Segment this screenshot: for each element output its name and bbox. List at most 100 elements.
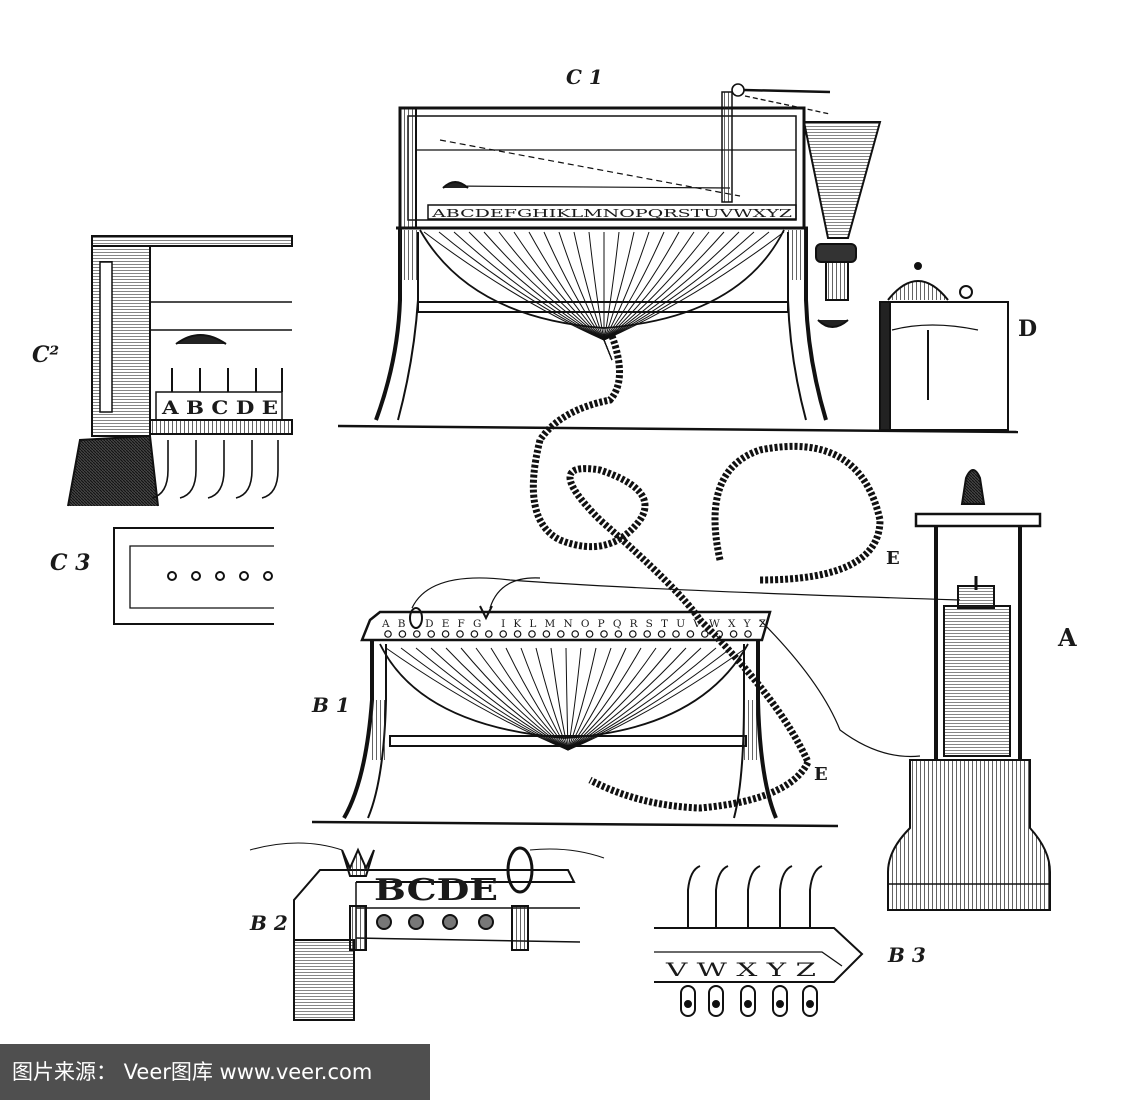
wire	[603, 231, 635, 361]
pin	[747, 865, 761, 928]
key-hole	[700, 630, 709, 638]
key-hole	[729, 630, 738, 638]
wire	[468, 231, 613, 361]
b1-transmitter	[311, 605, 839, 828]
b3-letters: V W X Y Z	[664, 959, 816, 981]
wire	[460, 647, 569, 751]
wire	[528, 231, 613, 361]
key-hole	[600, 630, 608, 638]
hook	[151, 440, 169, 499]
wire	[603, 231, 695, 361]
wire	[603, 231, 710, 361]
wire	[567, 647, 627, 751]
pin-dot	[806, 1000, 814, 1008]
hook	[179, 440, 197, 499]
wire	[603, 231, 665, 361]
key-hole	[672, 630, 680, 638]
a-voltaic-battery	[887, 469, 1051, 911]
label-c2: C²	[32, 342, 59, 368]
c1-alphabet-strip: ABCDEFGHIKLMNOPQRSTUVWXYZ	[430, 206, 792, 220]
key-hole	[715, 630, 724, 638]
label-b3: B 3	[887, 943, 926, 967]
key-hole	[470, 630, 479, 638]
wire	[430, 647, 569, 751]
wire	[567, 647, 657, 751]
key-hole	[628, 630, 637, 638]
key-hole	[542, 630, 551, 638]
wire	[588, 231, 613, 361]
key-hole	[441, 630, 450, 638]
key-hole	[657, 630, 666, 638]
wire	[498, 231, 613, 361]
hook	[261, 440, 279, 499]
wire	[567, 647, 702, 751]
key-hole	[744, 630, 752, 638]
wire	[475, 647, 569, 751]
watermark-banner: 图片来源： Veer图库 www.veer.com	[0, 1044, 430, 1100]
key-hole	[412, 630, 421, 638]
key-hole	[384, 630, 392, 638]
b3-detail	[654, 865, 864, 1017]
label-e-upper: E	[886, 548, 900, 569]
label-c3: C 3	[50, 550, 90, 576]
connecting-cables	[411, 334, 961, 812]
key-hole	[571, 630, 580, 638]
wire	[535, 647, 569, 751]
wire	[567, 647, 672, 751]
c2-detail	[67, 235, 293, 507]
key-hole	[398, 630, 407, 638]
wire	[565, 647, 569, 751]
wire	[550, 647, 569, 751]
wire	[400, 647, 569, 751]
wire	[567, 647, 687, 751]
wire	[423, 231, 613, 361]
b1-alphabet-strip: AB DEFG IKLMNOPQRSTUVWXYZ	[381, 618, 766, 630]
wire	[505, 647, 569, 751]
wire	[567, 647, 717, 751]
wire	[567, 647, 747, 751]
wire	[567, 647, 642, 751]
c2-letters: A B C D E	[161, 397, 278, 419]
hook	[207, 440, 225, 499]
wire	[603, 231, 725, 361]
label-b1: B 1	[311, 693, 350, 717]
key-hole	[556, 630, 565, 638]
d-alarm-apparatus	[802, 121, 1009, 431]
watermark-text: 图片来源： Veer图库 www.veer.com	[12, 1060, 373, 1084]
wire	[490, 647, 569, 751]
key-hole	[528, 630, 536, 638]
key-hole	[643, 630, 652, 638]
c3-detail	[113, 527, 274, 625]
wire	[603, 231, 740, 361]
label-b2: B 2	[249, 911, 288, 935]
wire	[567, 647, 597, 751]
wire	[438, 231, 613, 361]
pin	[715, 865, 729, 928]
pin-dot	[776, 1000, 784, 1008]
key-hole	[686, 630, 695, 638]
wire	[543, 231, 613, 361]
key-hole	[456, 630, 464, 638]
label-d: D	[1018, 316, 1037, 342]
pin-dot	[684, 1000, 692, 1008]
wire	[567, 647, 732, 751]
pin	[687, 865, 701, 928]
wire	[445, 647, 569, 751]
wire	[415, 647, 569, 751]
wire	[453, 231, 613, 361]
key-hole	[614, 630, 623, 638]
wire	[567, 647, 582, 751]
wire	[567, 647, 612, 751]
wire	[385, 647, 569, 751]
key-hole	[499, 630, 508, 638]
label-e-lower: E	[814, 764, 828, 785]
wire	[603, 231, 770, 361]
key-hole	[585, 630, 594, 638]
wire	[520, 647, 569, 751]
pin	[809, 865, 823, 928]
wire	[603, 231, 755, 361]
key-hole	[427, 630, 436, 638]
wire	[603, 231, 785, 361]
hook	[235, 440, 253, 499]
